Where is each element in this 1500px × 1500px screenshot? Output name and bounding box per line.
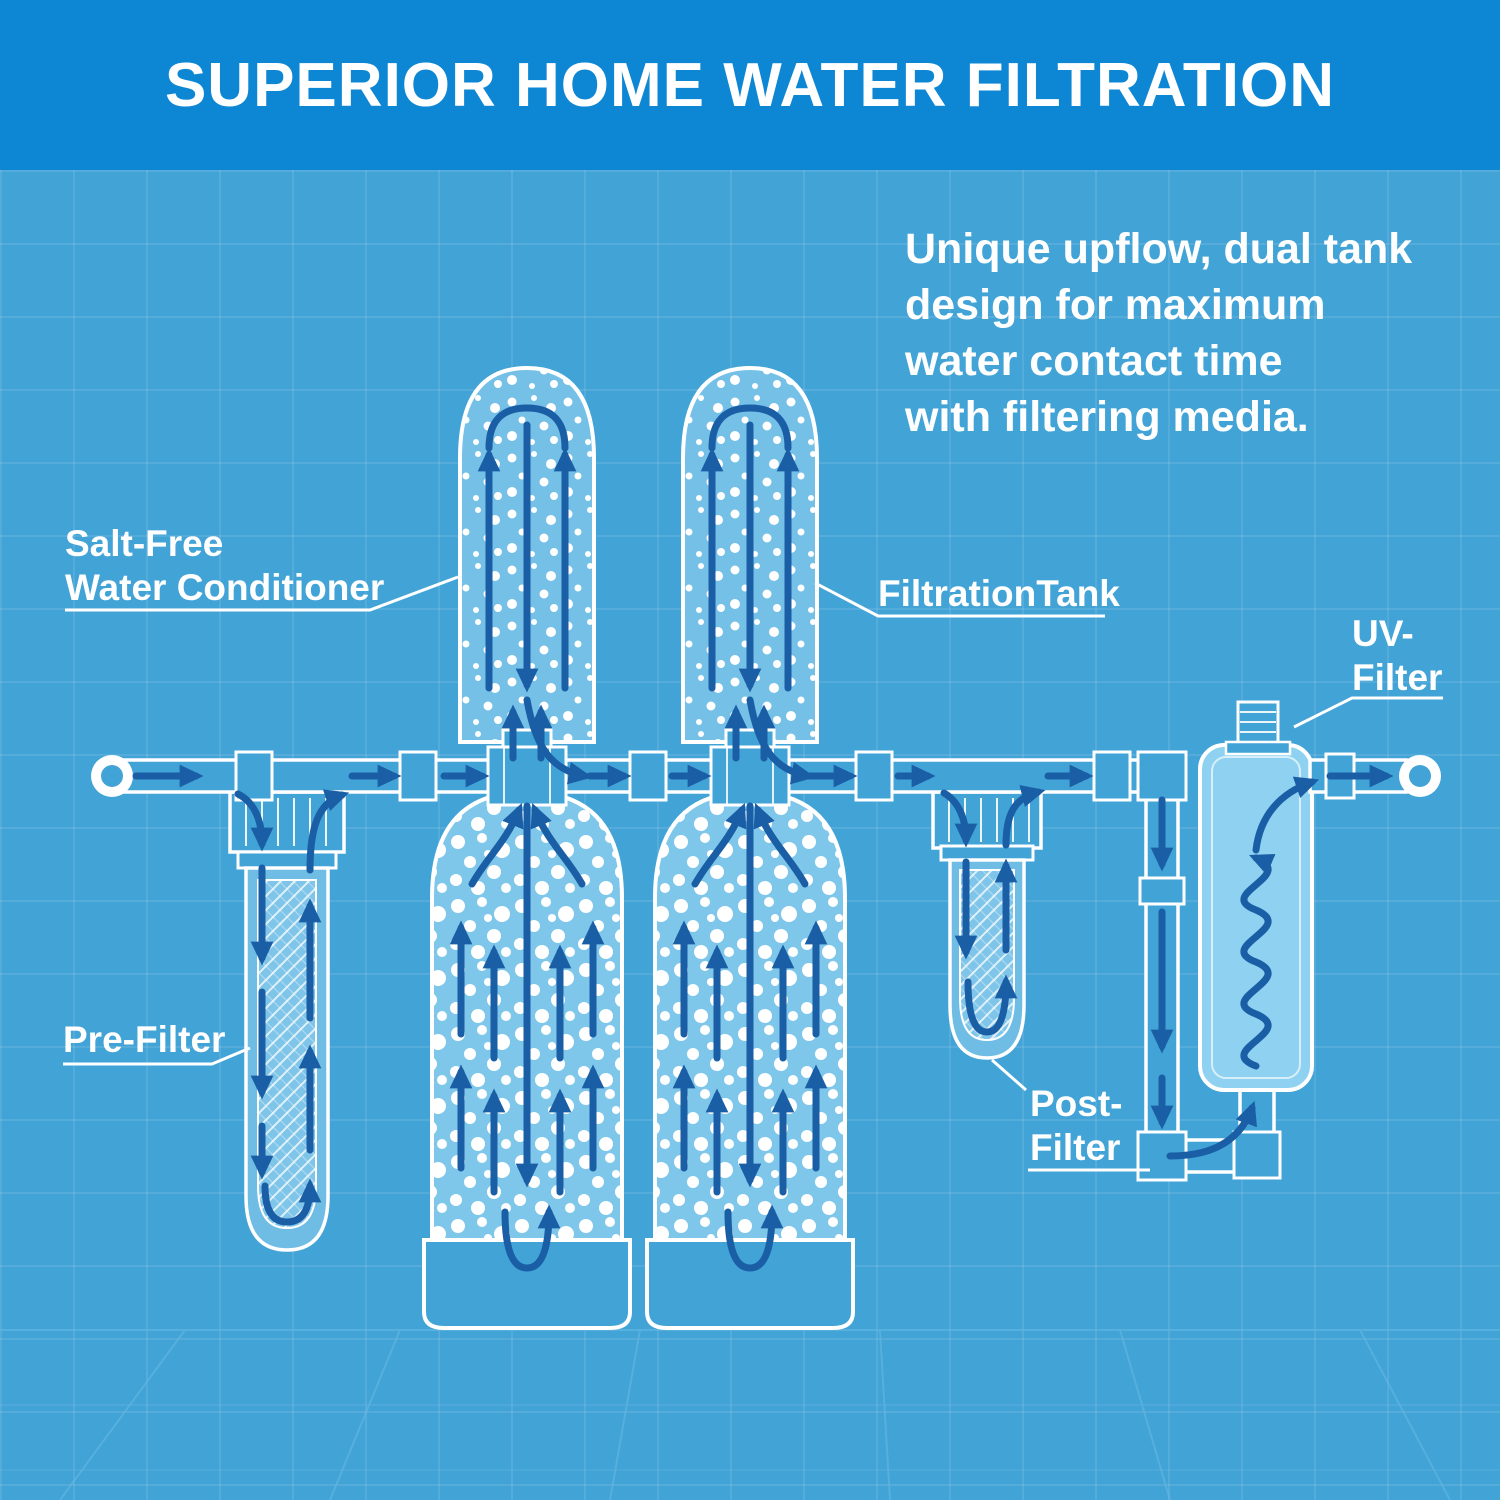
label-line: Filter xyxy=(1352,656,1443,698)
flow-arrows-pre-filter xyxy=(234,789,350,1226)
water-system-diagram xyxy=(0,366,1500,1500)
flow-arrows-uv-route xyxy=(1150,776,1320,1160)
salt-free-pointer-line xyxy=(65,575,459,612)
label-line: Salt-Free xyxy=(65,523,224,564)
post-filter-pointer-line xyxy=(991,1058,1027,1092)
description-line: design for maximum xyxy=(905,280,1326,329)
floor-grid-lines xyxy=(0,1329,1500,1500)
description-line: water contact time xyxy=(905,336,1283,385)
label-pre-filter: Pre-Filter xyxy=(63,1018,225,1062)
uv-filter-pointer-line xyxy=(1293,696,1443,729)
label-line: Water Conditioner xyxy=(65,566,385,608)
post-filter-graphic xyxy=(931,790,1043,1060)
pipe-ends xyxy=(91,755,1441,797)
diagram-stage: Unique upflow, dual tank design for maxi… xyxy=(0,170,1500,1500)
pre-filter-pointer-line xyxy=(63,1046,251,1066)
page-title: SUPERIOR HOME WATER FILTRATION xyxy=(164,50,1336,120)
label-line: Filter xyxy=(1030,1126,1121,1168)
description-line: with filtering media. xyxy=(905,392,1309,441)
label-salt-free-water-conditioner: Salt-Free Water Conditioner xyxy=(65,522,384,609)
header-banner: SUPERIOR HOME WATER FILTRATION xyxy=(0,0,1500,170)
label-pointer-lines xyxy=(63,575,1443,1172)
label-post-filter: Post- Filter xyxy=(1030,1082,1123,1169)
label-uv-filter: UV- Filter xyxy=(1352,612,1442,699)
label-line: UV- xyxy=(1352,613,1414,654)
description-line: Unique upflow, dual tank xyxy=(905,225,1413,273)
label-filtration-tank: FiltrationTank xyxy=(878,572,1120,616)
flow-arrows-post-filter xyxy=(940,784,1046,1036)
description-text: Unique upflow, dual tank design for maxi… xyxy=(905,222,1412,446)
filtration-tank-pointer-line xyxy=(814,581,1105,618)
uv-filter-body xyxy=(1198,740,1314,1092)
label-line: Pre-Filter xyxy=(63,1019,226,1060)
label-line: FiltrationTank xyxy=(878,573,1120,614)
pre-filter-graphic xyxy=(228,790,346,1252)
label-line: Post- xyxy=(1030,1083,1123,1124)
